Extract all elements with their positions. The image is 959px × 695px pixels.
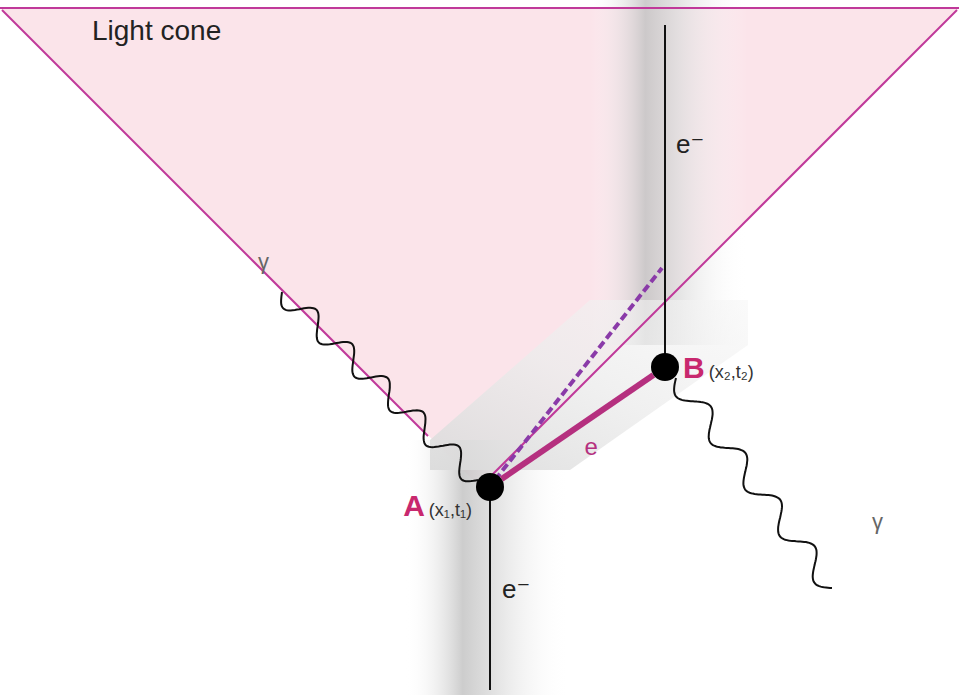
vertex-label-group: A(x₁,t₁) xyxy=(403,489,472,522)
photon-line xyxy=(674,378,832,588)
electron-propagator xyxy=(502,375,654,479)
vertex-dot: A(x₁,t₁) xyxy=(476,473,504,501)
electron-worldline xyxy=(664,25,666,360)
photon-label: γ xyxy=(258,250,269,274)
worldline-band xyxy=(590,0,748,345)
propagator-label: e xyxy=(584,434,597,460)
light-cone-edge xyxy=(2,10,428,436)
particle-label: e⁻ xyxy=(676,130,704,159)
light-cone-edge xyxy=(490,10,957,477)
electron-worldline xyxy=(489,495,491,690)
vertex-coordinates: (x₂,t₂) xyxy=(709,363,754,383)
dashed-propagator xyxy=(495,268,662,480)
vertex-name: B xyxy=(683,351,705,384)
worldline-band xyxy=(405,440,570,695)
particle-label: e⁻ xyxy=(502,575,530,604)
vertex-dot: B(x₂,t₂) xyxy=(651,353,679,381)
light-cone-edge xyxy=(0,7,959,9)
worldline-band xyxy=(430,300,748,470)
vertex-name: A xyxy=(403,489,425,522)
vertex-coordinates: (x₁,t₁) xyxy=(429,501,472,521)
photon-label: γ xyxy=(872,510,883,534)
photon-line xyxy=(281,292,478,481)
title-label: Light cone xyxy=(92,16,221,47)
vertex-label-group: B(x₂,t₂) xyxy=(683,351,754,384)
light-cone-fill xyxy=(0,8,959,487)
